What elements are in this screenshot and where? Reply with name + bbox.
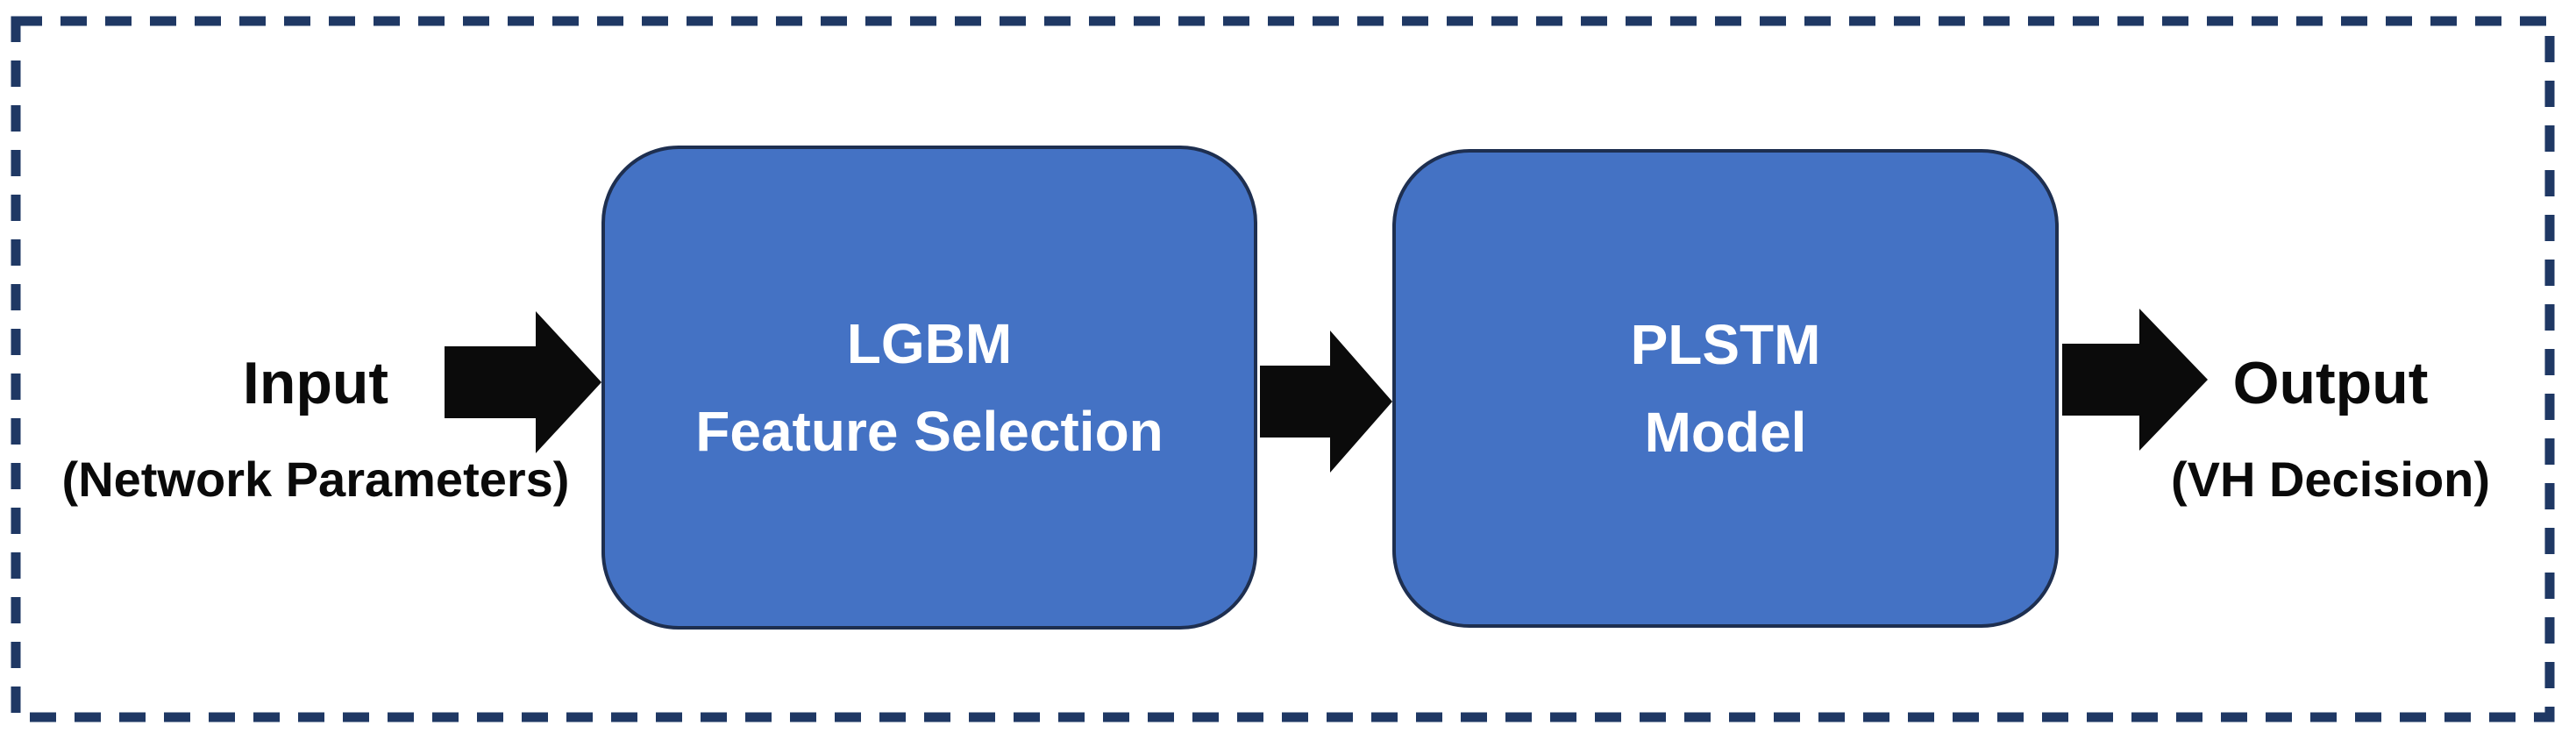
process-box-lgbm: LGBM Feature Selection bbox=[601, 146, 1257, 630]
box-lgbm-line2: Feature Selection bbox=[695, 400, 1163, 463]
output-title: Output bbox=[2232, 350, 2429, 416]
right-arrow-icon bbox=[2062, 309, 2208, 451]
box-plstm-line1: PLSTM bbox=[1630, 313, 1821, 376]
output-label: Output (VH Decision) bbox=[2155, 345, 2506, 516]
process-box-plstm: PLSTM Model bbox=[1392, 149, 2059, 628]
input-subtitle: (Network Parameters) bbox=[61, 452, 570, 507]
input-label: Input (Network Parameters) bbox=[31, 345, 601, 516]
right-arrow-icon bbox=[1260, 331, 1392, 473]
box-lgbm-line1: LGBM bbox=[846, 312, 1013, 375]
right-arrow-icon bbox=[445, 311, 601, 453]
input-title: Input bbox=[242, 350, 389, 416]
output-subtitle: (VH Decision) bbox=[2170, 452, 2491, 507]
box-plstm-line2: Model bbox=[1644, 401, 1807, 464]
